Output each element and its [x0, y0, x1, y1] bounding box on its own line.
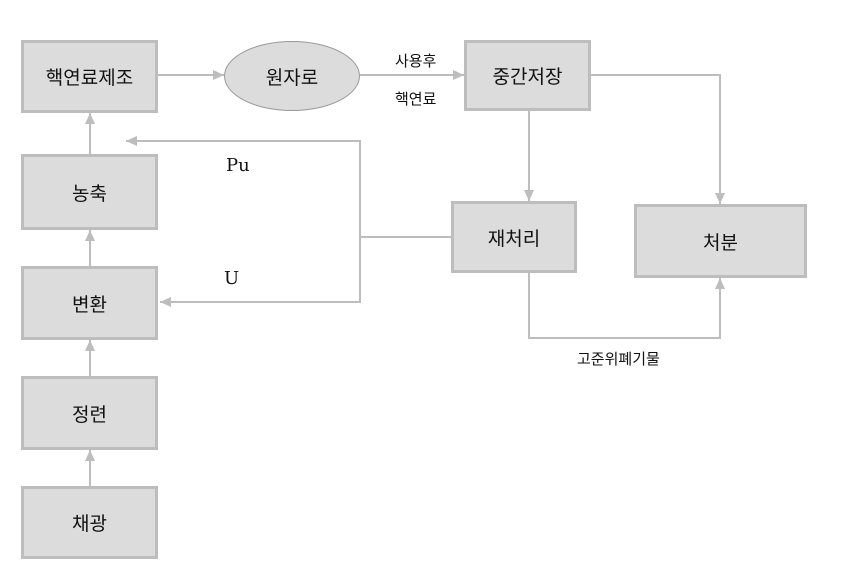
edge-label-hlw: 고준위폐기물: [577, 350, 660, 368]
edge-label-pu: Pu: [226, 155, 250, 176]
node-mining: 채광: [21, 486, 158, 559]
node-enrichment: 농축: [21, 154, 158, 230]
node-reprocessing: 재처리: [451, 201, 577, 273]
node-disposal: 처분: [634, 204, 807, 278]
node-conversion: 변환: [21, 266, 158, 340]
node-mining-label: 채광: [72, 513, 107, 535]
edge-label-spent-fuel-2: 핵연료: [395, 90, 437, 108]
node-reactor-label: 원자로: [265, 66, 319, 89]
node-interim-storage-label: 중간저장: [492, 66, 563, 88]
arrow-u-to-conversion: [160, 237, 361, 307]
node-reprocessing-label: 재처리: [487, 227, 541, 250]
arrow-reprocessing-to-disposal: [528, 273, 725, 339]
edge-label-u: U: [224, 268, 240, 289]
node-refining: 정련: [21, 376, 158, 450]
node-reactor: 원자로: [224, 41, 360, 111]
node-refining-label: 정련: [72, 403, 107, 426]
arrow-storage-to-disposal: [591, 74, 725, 204]
node-disposal-label: 처분: [703, 231, 738, 254]
node-fuel-fabrication: 핵연료제조: [21, 40, 158, 113]
node-interim-storage: 중간저장: [464, 40, 591, 111]
node-fuel-fabrication-label: 핵연료제조: [45, 67, 134, 89]
arrow-pu-to-enrichment-area: [126, 136, 361, 237]
node-enrichment-label: 농축: [72, 182, 107, 205]
edge-label-spent-fuel-1: 사용후: [395, 52, 437, 70]
node-conversion-label: 변환: [72, 293, 107, 316]
